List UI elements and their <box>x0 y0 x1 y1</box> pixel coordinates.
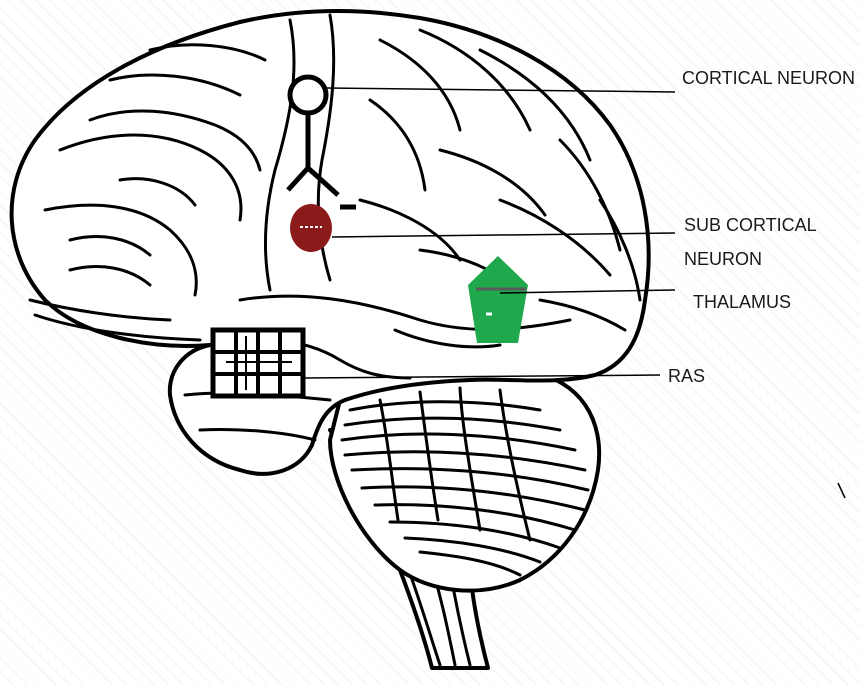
label-thalamus: THALAMUS <box>693 292 791 312</box>
cerebellum <box>330 368 599 590</box>
stray-mark <box>838 483 845 498</box>
label-sub-cortical-line2: NEURON <box>684 249 762 269</box>
label-cortical-neuron: CORTICAL NEURON <box>682 68 855 88</box>
label-ras: RAS <box>668 366 705 386</box>
filled-circle-icon <box>290 204 332 252</box>
grid-mesh-icon <box>213 330 303 396</box>
label-sub-cortical-line1: SUB CORTICAL <box>684 215 817 235</box>
